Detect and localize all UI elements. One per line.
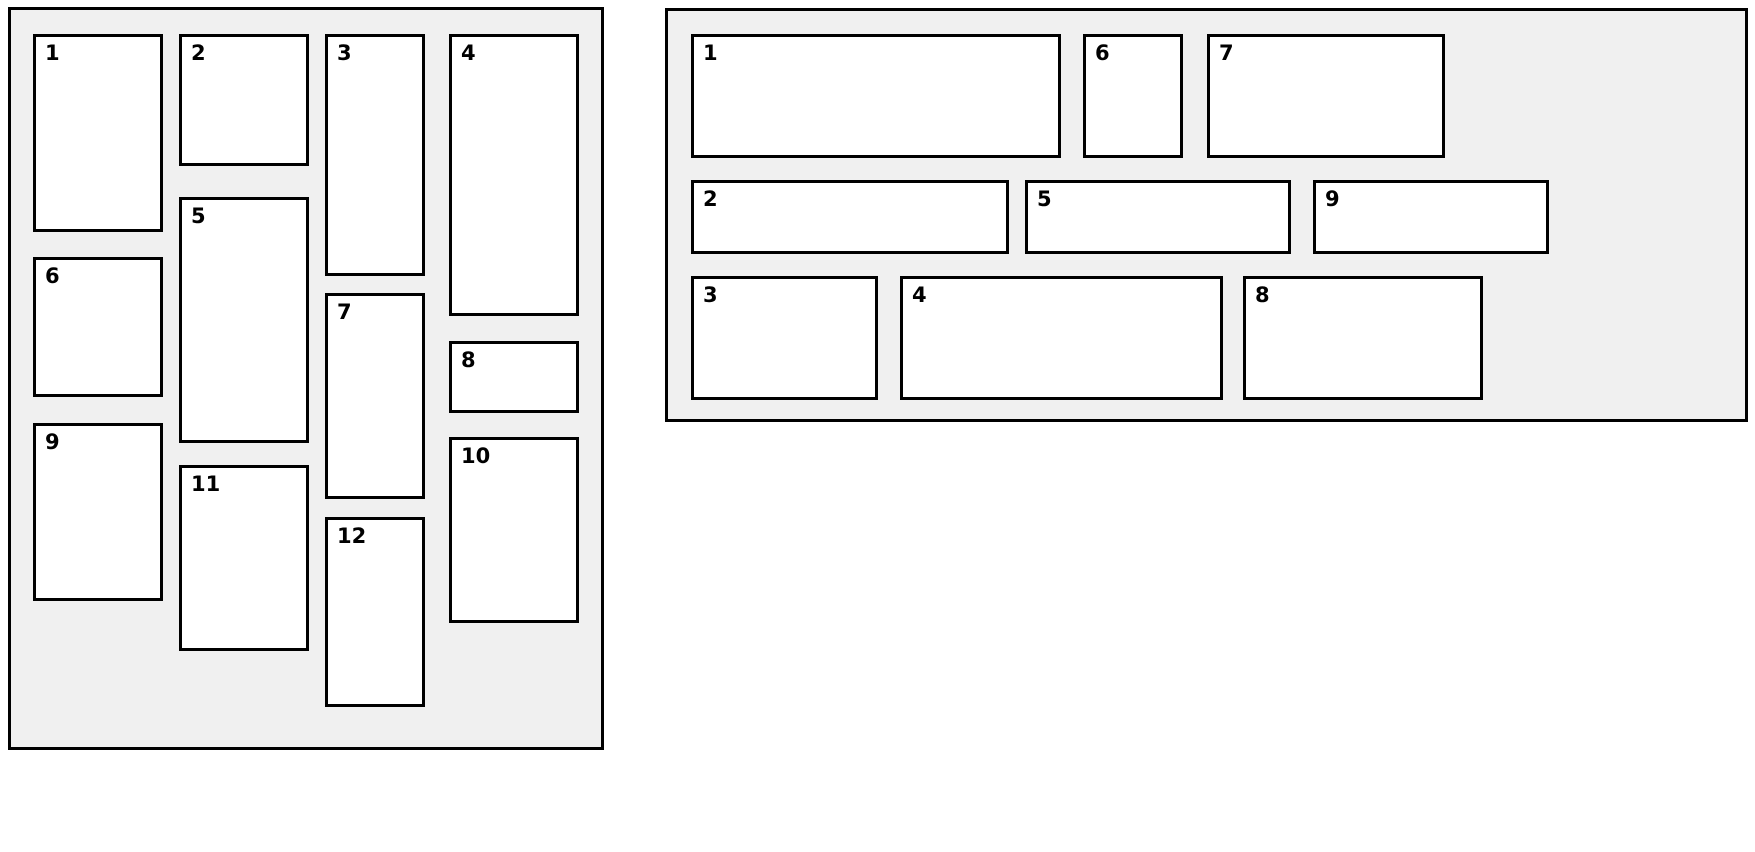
- layout-box-label: 11: [191, 472, 221, 496]
- layout-box-label: 4: [912, 283, 927, 307]
- layout-box-4[interactable]: 4: [900, 276, 1223, 400]
- layout-box-9[interactable]: 9: [33, 423, 163, 601]
- layout-box-8[interactable]: 8: [449, 341, 579, 413]
- layout-box-label: 2: [191, 41, 206, 65]
- layout-box-7[interactable]: 7: [1207, 34, 1445, 158]
- layout-box-6[interactable]: 6: [33, 257, 163, 397]
- layout-box-9[interactable]: 9: [1313, 180, 1549, 254]
- layout-box-label: 8: [1255, 283, 1270, 307]
- layout-box-7[interactable]: 7: [325, 293, 425, 499]
- layout-box-2[interactable]: 2: [691, 180, 1009, 254]
- layout-box-3[interactable]: 3: [691, 276, 878, 400]
- layout-box-5[interactable]: 5: [179, 197, 309, 443]
- layout-box-label: 12: [337, 524, 367, 548]
- layout-box-label: 4: [461, 41, 476, 65]
- layout-box-label: 7: [1219, 41, 1234, 65]
- layout-box-1[interactable]: 1: [691, 34, 1061, 158]
- layout-box-5[interactable]: 5: [1025, 180, 1291, 254]
- layout-box-label: 6: [1095, 41, 1110, 65]
- layout-box-label: 1: [703, 41, 718, 65]
- layout-box-label: 10: [461, 444, 491, 468]
- layout-box-label: 2: [703, 187, 718, 211]
- layout-box-label: 5: [1037, 187, 1052, 211]
- layout-box-10[interactable]: 10: [449, 437, 579, 623]
- layout-box-label: 6: [45, 264, 60, 288]
- layout-box-label: 9: [45, 430, 60, 454]
- layout-box-11[interactable]: 11: [179, 465, 309, 651]
- layout-box-label: 3: [337, 41, 352, 65]
- layout-box-12[interactable]: 12: [325, 517, 425, 707]
- layout-box-label: 7: [337, 300, 352, 324]
- layout-box-label: 5: [191, 204, 206, 228]
- layout-box-4[interactable]: 4: [449, 34, 579, 316]
- layout-box-label: 9: [1325, 187, 1340, 211]
- layout-box-2[interactable]: 2: [179, 34, 309, 166]
- layout-box-label: 1: [45, 41, 60, 65]
- layout-box-8[interactable]: 8: [1243, 276, 1483, 400]
- layout-box-1[interactable]: 1: [33, 34, 163, 232]
- layout-box-label: 3: [703, 283, 718, 307]
- layout-box-6[interactable]: 6: [1083, 34, 1183, 158]
- layout-box-3[interactable]: 3: [325, 34, 425, 276]
- right-layout-panel: 1 6 7 2 5 9 3 4 8: [665, 8, 1748, 422]
- layout-box-label: 8: [461, 348, 476, 372]
